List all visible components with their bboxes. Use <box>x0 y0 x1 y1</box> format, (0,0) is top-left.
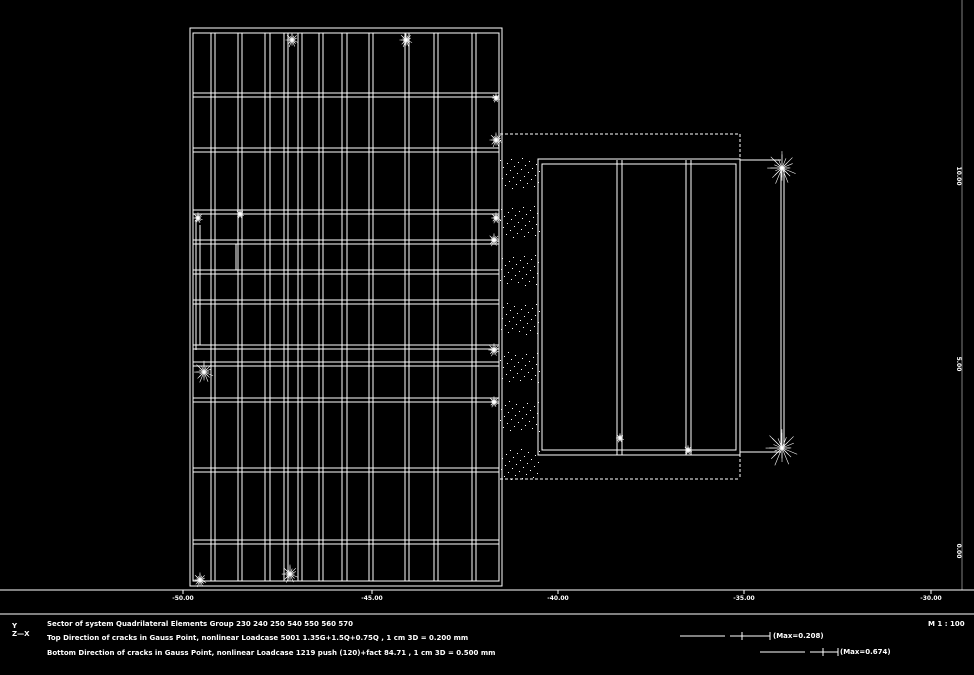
view-scale: M 1 : 100 <box>928 620 965 628</box>
x-tick-label: -50.00 <box>172 595 193 602</box>
left-wall-inner-outline <box>193 33 499 581</box>
connector-lines <box>500 134 740 479</box>
x-tick-label: -45.00 <box>361 595 382 602</box>
legend-title: Sector of system Quadrilateral Elements … <box>47 620 353 628</box>
axis-x-label: X <box>24 630 29 638</box>
axis-y-label: Y <box>12 622 29 630</box>
x-tick-label: -30.00 <box>920 595 941 602</box>
crack-points <box>500 140 540 480</box>
top-scale-max: (Max=0.208) <box>773 632 824 640</box>
left-wall-mesh <box>190 28 502 586</box>
x-axis-ticks <box>183 590 931 594</box>
legend-bottom-cracks: Bottom Direction of cracks in Gauss Poin… <box>47 649 495 657</box>
right-wall-inner-outline <box>542 164 736 450</box>
bottom-scale-max: (Max=0.674) <box>840 648 891 656</box>
y-tick-label: 10.00 <box>955 167 962 186</box>
right-wall-mesh <box>538 159 784 455</box>
right-wall-outline <box>538 159 740 455</box>
x-tick-label: -35.00 <box>733 595 754 602</box>
y-tick-label: 0.00 <box>955 544 962 559</box>
axis-indicator-icon: Y Z—X <box>12 622 29 638</box>
x-tick-label: -40.00 <box>547 595 568 602</box>
left-wall-outline <box>190 28 502 586</box>
y-tick-label: 5.00 <box>955 357 962 372</box>
legend-top-cracks: Top Direction of cracks in Gauss Point, … <box>47 634 468 642</box>
axis-z-label: Z <box>12 630 17 638</box>
